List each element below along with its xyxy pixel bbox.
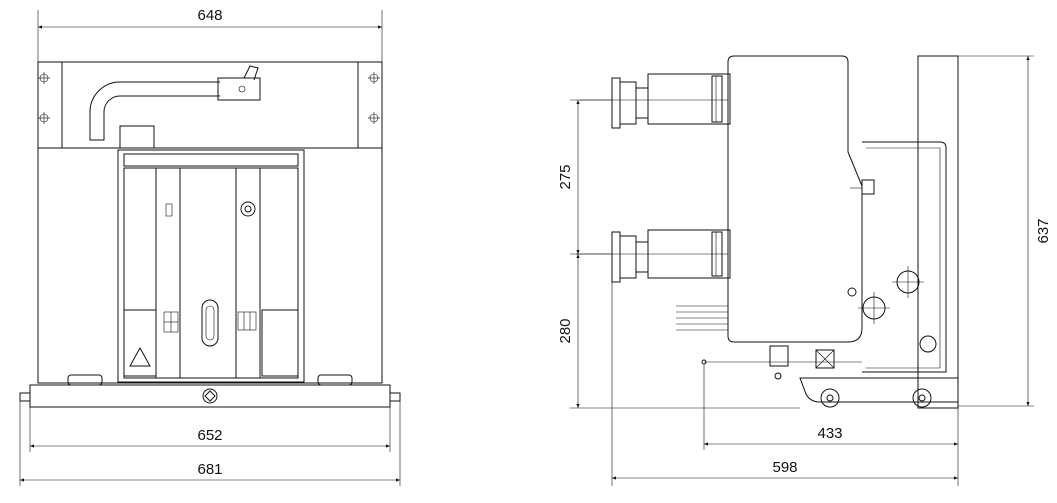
dim-label-681: 681 xyxy=(197,461,222,478)
warning-triangle-icon xyxy=(129,346,151,367)
rear-column xyxy=(917,55,959,409)
indicator-window xyxy=(165,203,173,217)
upper-terminal xyxy=(580,73,731,129)
dim-label-433: 433 xyxy=(817,425,842,442)
dim-total-height: 637 xyxy=(958,55,1052,407)
switch-symbol-icon xyxy=(163,311,179,333)
wheel-icon xyxy=(820,388,932,408)
busbar-lines xyxy=(676,305,728,331)
dim-pitch: 275 xyxy=(557,99,612,255)
dim-label-637: 637 xyxy=(1035,218,1052,243)
bolt-icon xyxy=(38,72,380,124)
operating-slot xyxy=(201,299,219,347)
dim-top-width: 648 xyxy=(37,7,383,62)
dim-depth-outer: 598 xyxy=(611,282,958,486)
front-base xyxy=(29,384,391,408)
left-rail xyxy=(155,167,181,379)
truck-base xyxy=(799,377,959,403)
front-top-panel xyxy=(61,61,359,149)
counter-dial-icon xyxy=(240,201,256,217)
side-bracket xyxy=(861,179,875,195)
dim-bottom-inner: 652 xyxy=(29,407,391,452)
front-view: 648 xyxy=(19,7,401,486)
dim-bottom-outer: 681 xyxy=(19,401,401,486)
linkage-block xyxy=(769,345,789,367)
pole-housing xyxy=(727,55,863,343)
dim-label-598: 598 xyxy=(772,459,797,476)
linkage-box xyxy=(815,349,835,369)
mechanism-cabinet xyxy=(117,149,305,383)
drive-nut-icon xyxy=(202,388,218,404)
side-view: 275 280 637 433 598 xyxy=(557,55,1052,486)
dim-label-280: 280 xyxy=(557,318,574,343)
crosshair-hole-icon xyxy=(847,266,937,353)
right-rail xyxy=(235,167,261,379)
cabinet-top-strip xyxy=(123,153,299,167)
dim-lower-height: 280 xyxy=(557,254,800,409)
mechanism-housing xyxy=(862,141,947,373)
dim-label-652: 652 xyxy=(197,427,222,444)
dim-label-648: 648 xyxy=(197,7,222,24)
lock-symbol xyxy=(237,311,257,331)
dim-depth-inner: 433 xyxy=(703,364,959,486)
lower-terminal xyxy=(576,229,731,283)
dim-label-275: 275 xyxy=(557,164,574,189)
cable-connector xyxy=(89,65,261,149)
